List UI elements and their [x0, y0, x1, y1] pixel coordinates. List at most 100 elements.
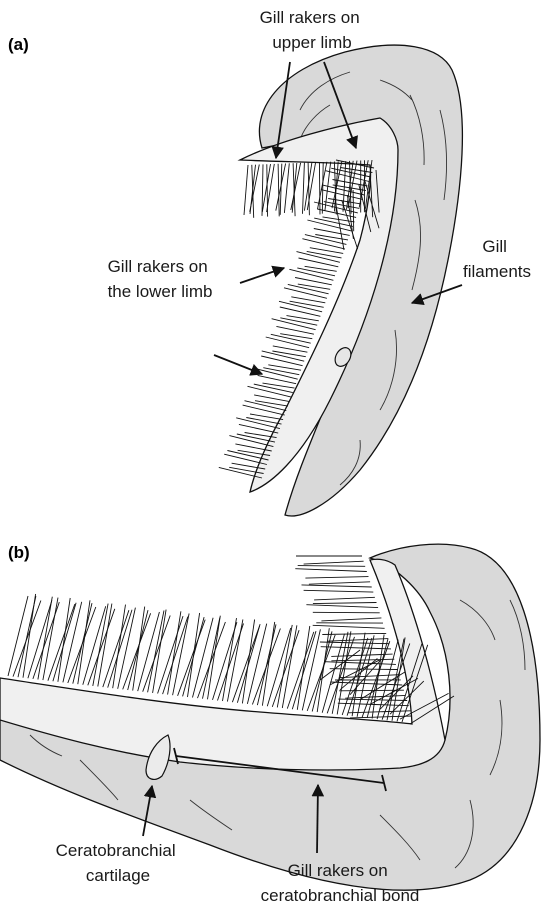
- gill-raker: [295, 569, 367, 572]
- gill-raker: [303, 163, 305, 214]
- gill-raker: [306, 605, 378, 608]
- gill-raker: [108, 610, 132, 688]
- gill-raker: [309, 582, 370, 584]
- panel-b: (b) Ceratobranchial cartil: [0, 543, 540, 905]
- gill-raker: [78, 600, 90, 684]
- gill-raker: [304, 590, 374, 592]
- gill-raker: [314, 597, 375, 600]
- gill-raker: [327, 639, 388, 642]
- gill-raker: [314, 218, 353, 226]
- gill-raker: [232, 626, 259, 702]
- gill-raker: [178, 620, 206, 696]
- gill-raker: [337, 631, 351, 714]
- gill-raker: [284, 288, 327, 299]
- gill-raker: [273, 346, 308, 352]
- gill-raker: [362, 641, 390, 717]
- gill-raker: [280, 334, 312, 339]
- gill-raker: [298, 284, 330, 289]
- gill-raker: [257, 624, 276, 705]
- panel-a-label: (a): [8, 35, 29, 54]
- gill-raker: [158, 616, 183, 693]
- gill-raker: [339, 690, 404, 691]
- gill-raker: [254, 395, 290, 402]
- gill-raker: [315, 235, 348, 240]
- gill-raker: [255, 401, 288, 406]
- panel-a: (a) Gill rakers on upper limb Gill ra: [8, 8, 531, 516]
- gill-raker: [237, 434, 275, 442]
- gill-raker: [284, 163, 289, 213]
- gill-raker: [103, 610, 129, 687]
- gill-raker: [280, 318, 317, 325]
- gill-raker: [58, 598, 70, 682]
- gill-raker: [305, 577, 368, 579]
- gill-raker: [23, 594, 36, 678]
- gill-raker: [272, 351, 305, 357]
- gill-raker: [278, 164, 279, 217]
- gill-raker: [267, 628, 290, 706]
- gill-raker: [331, 659, 394, 661]
- gill-raker: [254, 384, 293, 393]
- gill-raker: [287, 632, 314, 709]
- gill-raker: [372, 635, 384, 719]
- gill-raker: [322, 162, 323, 214]
- gill-raker: [208, 616, 221, 700]
- gill-raker: [304, 561, 364, 564]
- gill-raker: [330, 682, 402, 685]
- gill-raker: [148, 611, 164, 693]
- gill-raker: [338, 699, 407, 700]
- gill-raker: [242, 620, 254, 704]
- gill-raker: [267, 164, 275, 212]
- gill-raker: [243, 405, 285, 415]
- gill-raker: [377, 640, 398, 720]
- gill-raker: [272, 630, 299, 707]
- gill-raker: [330, 660, 380, 685]
- gill-raker: [198, 622, 226, 698]
- gill-raker: [313, 612, 380, 613]
- gill-raker: [302, 239, 344, 249]
- label-upper-limb: Gill rakers on upper limb: [260, 8, 365, 52]
- gill-raker: [353, 190, 354, 231]
- gill-raker: [313, 625, 385, 628]
- gill-raker: [297, 268, 335, 276]
- gill-raker: [313, 603, 377, 604]
- gill-raker: [291, 297, 325, 303]
- gill-raker: [330, 669, 398, 670]
- gill-raker: [298, 566, 366, 567]
- arrow-lower-limb-2: [214, 355, 262, 374]
- gill-raker: [239, 424, 278, 433]
- gill-raker: [320, 642, 390, 644]
- arrow-lower-limb: [240, 268, 284, 283]
- gill-raker: [203, 617, 220, 698]
- gill-raker: [302, 585, 372, 587]
- gill-raker: [299, 258, 339, 267]
- gill-raker: [48, 604, 75, 681]
- gill-raker: [280, 307, 321, 316]
- gill-raker: [113, 605, 126, 689]
- gill-raker: [338, 703, 409, 706]
- gill-raker: [290, 301, 324, 307]
- gill-raker: [266, 337, 309, 348]
- gill-raker: [73, 603, 92, 684]
- gill-raker: [244, 165, 248, 215]
- arrow-bond: [317, 785, 318, 853]
- gill-raker: [291, 163, 301, 210]
- gill-raker: [98, 604, 112, 687]
- gill-raker: [321, 647, 391, 649]
- gill-raker: [153, 610, 167, 693]
- label-filaments: Gill filaments: [463, 237, 531, 281]
- gill-raker: [262, 164, 270, 212]
- label-cartilage: Ceratobranchial cartilage: [56, 841, 181, 885]
- gill-raker: [308, 163, 309, 216]
- panel-b-label: (b): [8, 543, 30, 562]
- label-lower-limb: Gill rakers on the lower limb: [108, 257, 213, 301]
- gill-raker: [188, 613, 200, 697]
- gill-raker: [258, 375, 297, 383]
- gill-raker: [321, 618, 381, 621]
- gill-raker: [143, 616, 171, 692]
- gill-raker: [128, 610, 148, 690]
- gill-raker: [297, 626, 310, 710]
- gill-raker: [261, 356, 302, 366]
- gill-raker: [168, 611, 181, 694]
- gill-raker: [326, 171, 370, 182]
